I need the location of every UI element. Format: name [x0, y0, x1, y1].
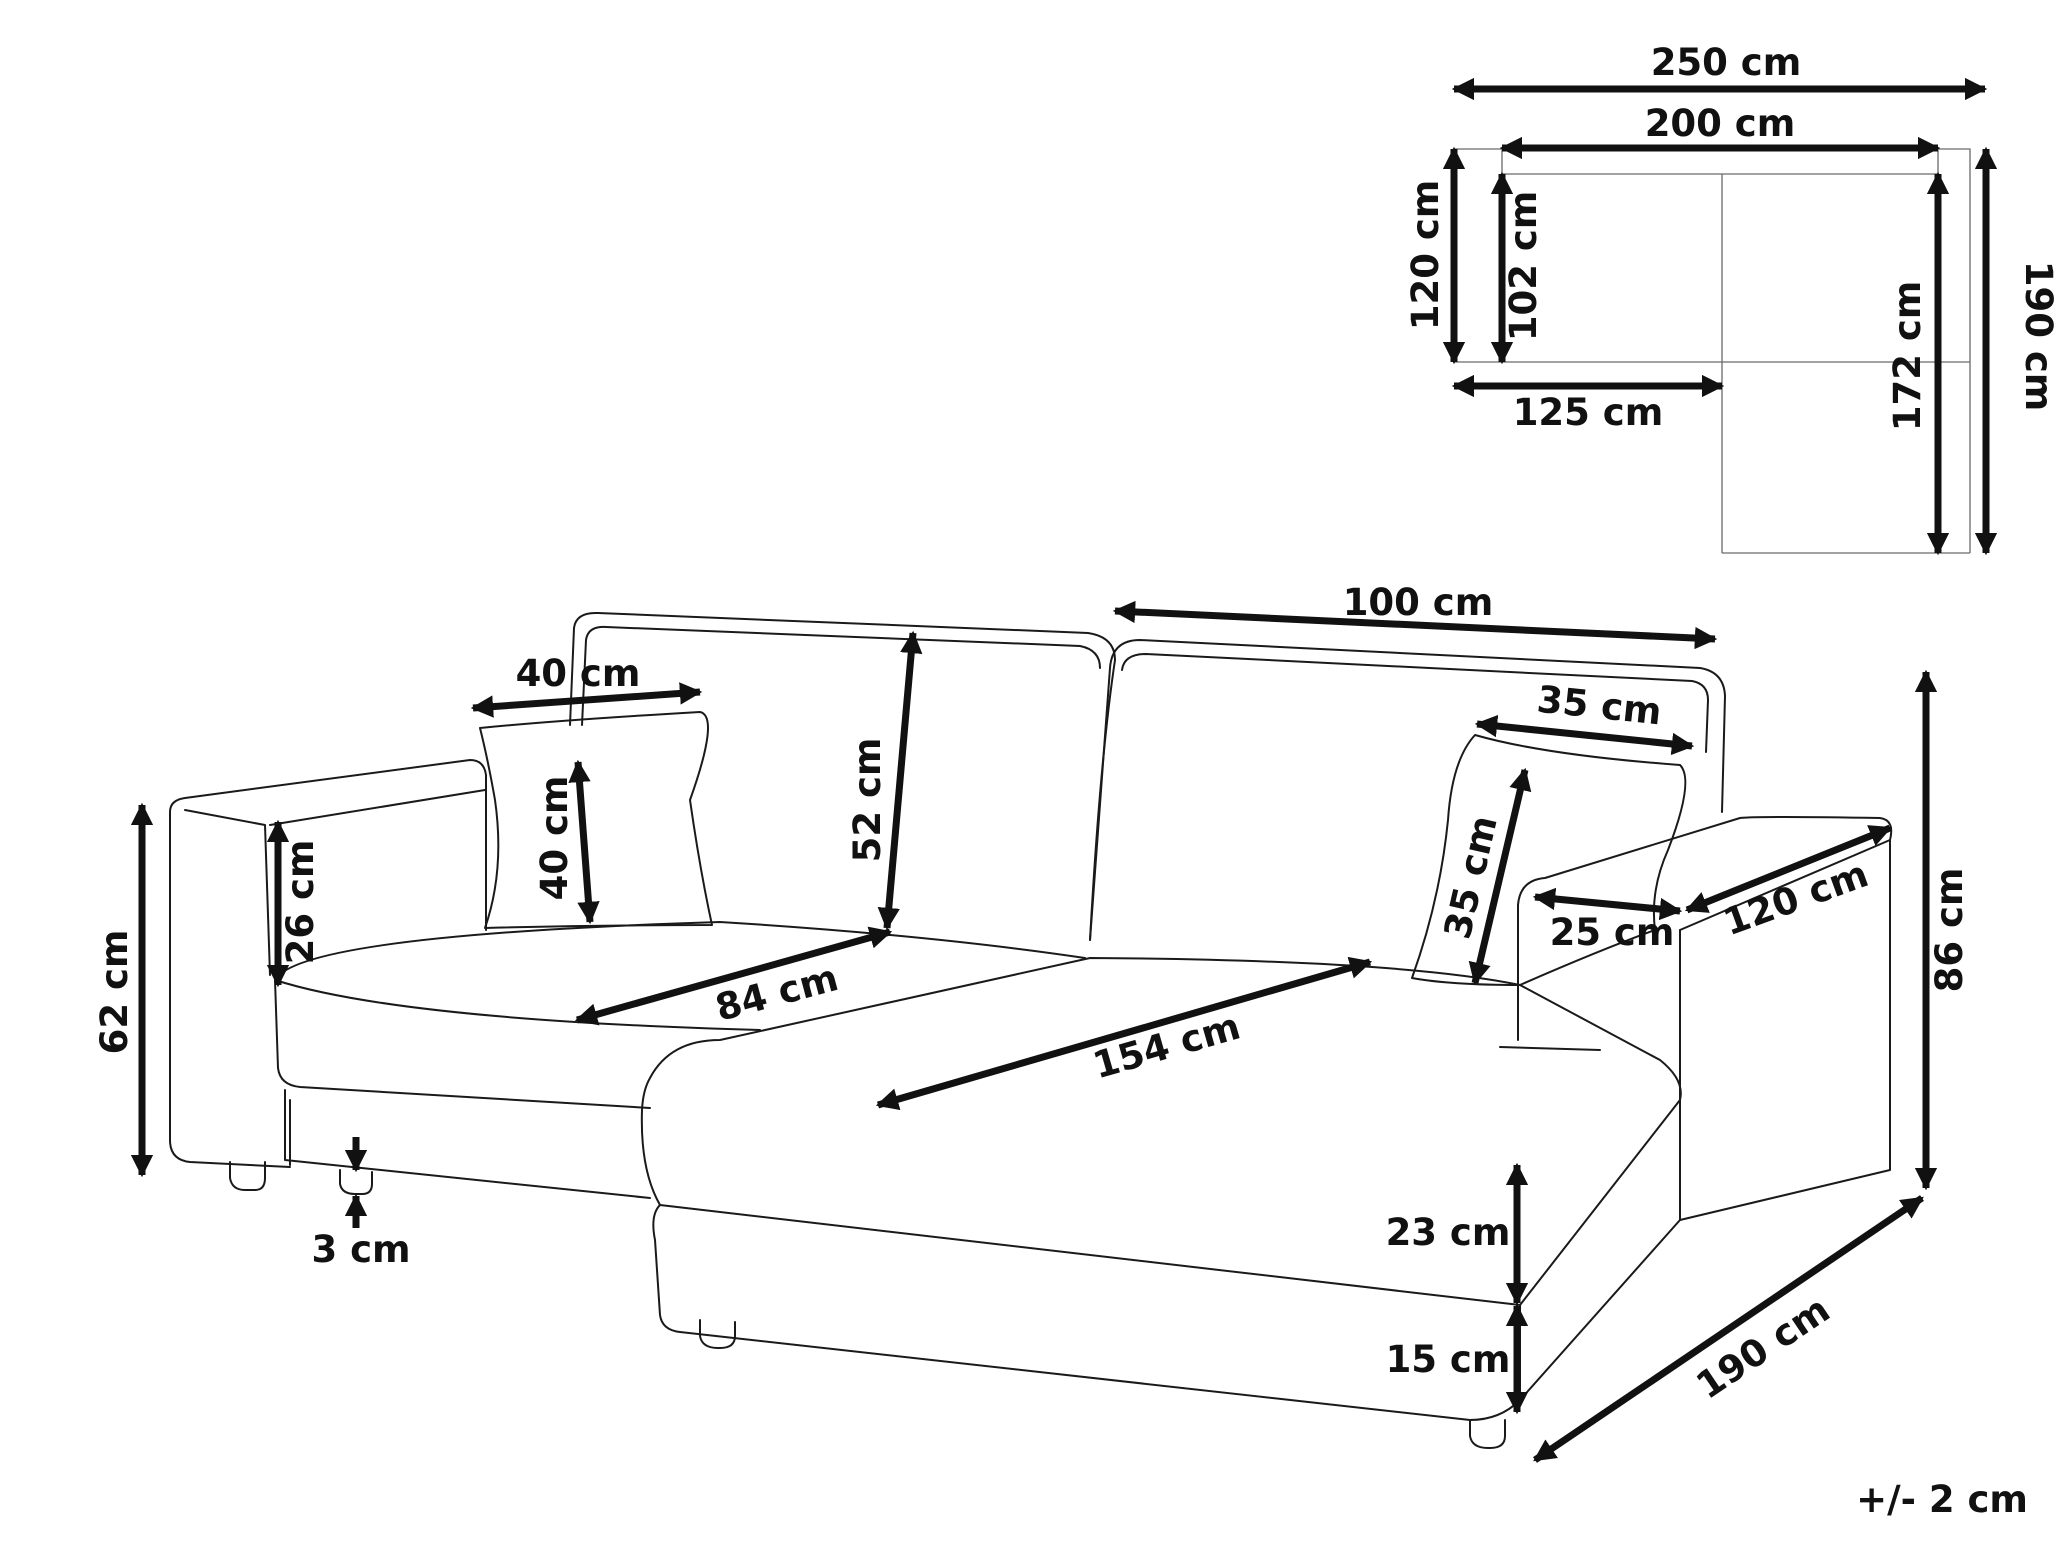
dim-arrow-arm-width — [1532, 887, 1683, 921]
label-plan-120: 120 cm — [1404, 180, 1447, 331]
label-plan-102: 102 cm — [1502, 191, 1545, 342]
chaise-seat — [640, 957, 1682, 1306]
label-plan-200: 200 cm — [1645, 102, 1796, 145]
label-chaise-length: 154 cm — [1088, 1005, 1245, 1088]
label-total-height: 86 cm — [1928, 868, 1971, 993]
dim-arrow-back-width — [1112, 600, 1718, 650]
label-base-height: 15 cm — [1386, 1338, 1511, 1381]
label-cushion-right-width: 35 cm — [1535, 678, 1664, 734]
label-cushion-left-width: 40 cm — [516, 652, 641, 695]
label-plan-250: 250 cm — [1651, 41, 1802, 84]
label-back-height: 52 cm — [846, 738, 889, 863]
dim-arrow-arm-length — [1684, 824, 1893, 914]
seat-cushion-left — [274, 921, 1086, 981]
label-plan-172: 172 cm — [1886, 281, 1929, 432]
dim-arrow-cushion-left-width — [470, 682, 703, 718]
leg-chaise-2 — [1469, 1419, 1506, 1449]
dim-arrow-back-height — [877, 630, 923, 931]
pillow-left — [479, 711, 713, 929]
dim-arrow-cushion-left-height — [568, 759, 600, 925]
pillow-right — [1411, 734, 1687, 986]
label-leg-height: 3 cm — [311, 1228, 410, 1271]
sofa-dimensions: 100 cm 40 cm 40 cm 52 cm 26 cm 62 cm 84 … — [93, 581, 1971, 1463]
dim-arrow-chaise-total-length — [1533, 1195, 1924, 1463]
label-arm-height: 26 cm — [279, 840, 322, 965]
label-seat-cushion-height: 23 cm — [1386, 1211, 1511, 1254]
tolerance-note: +/- 2 cm — [1856, 1478, 2028, 1521]
leg-chaise-1 — [699, 1319, 736, 1349]
leg-left-1 — [229, 1161, 266, 1191]
leg-left-2 — [339, 1169, 373, 1195]
label-plan-125: 125 cm — [1513, 391, 1664, 434]
label-height-left: 62 cm — [93, 930, 136, 1055]
label-plan-190: 190 cm — [2017, 261, 2060, 412]
sofa-drawing — [169, 611, 1893, 1449]
label-back-width: 100 cm — [1343, 581, 1494, 624]
label-cushion-left-height: 40 cm — [533, 776, 576, 901]
dim-arrow-chaise-length — [875, 956, 1373, 1111]
back-cushion-right — [1089, 639, 1726, 941]
dim-arrow-seat-depth — [574, 926, 893, 1026]
left-arm — [169, 759, 487, 931]
back-cushion-left — [569, 611, 1116, 941]
dim-arrow-cushion-right-height — [1468, 767, 1532, 986]
plan-view: 250 cm 200 cm 120 cm 102 cm 125 cm 172 c… — [1404, 41, 2060, 556]
dim-arrow-cushion-right-width — [1474, 714, 1695, 756]
label-arm-width: 25 cm — [1550, 911, 1675, 954]
